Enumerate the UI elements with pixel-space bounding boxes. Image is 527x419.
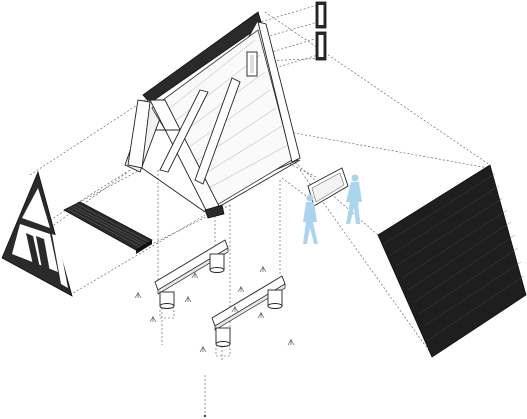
front-glazed-gable [1, 170, 73, 297]
window-panels [315, 1, 327, 61]
foundation-beams-on-posts [154, 239, 286, 357]
bottom-marker [203, 414, 207, 418]
a-frame-cabin-structure [124, 11, 301, 219]
wall-panel-element [307, 167, 349, 207]
grass-tufts [134, 266, 295, 353]
human-figures-scale [303, 174, 362, 244]
deck-platform [63, 201, 153, 254]
roof-panel [377, 164, 527, 358]
